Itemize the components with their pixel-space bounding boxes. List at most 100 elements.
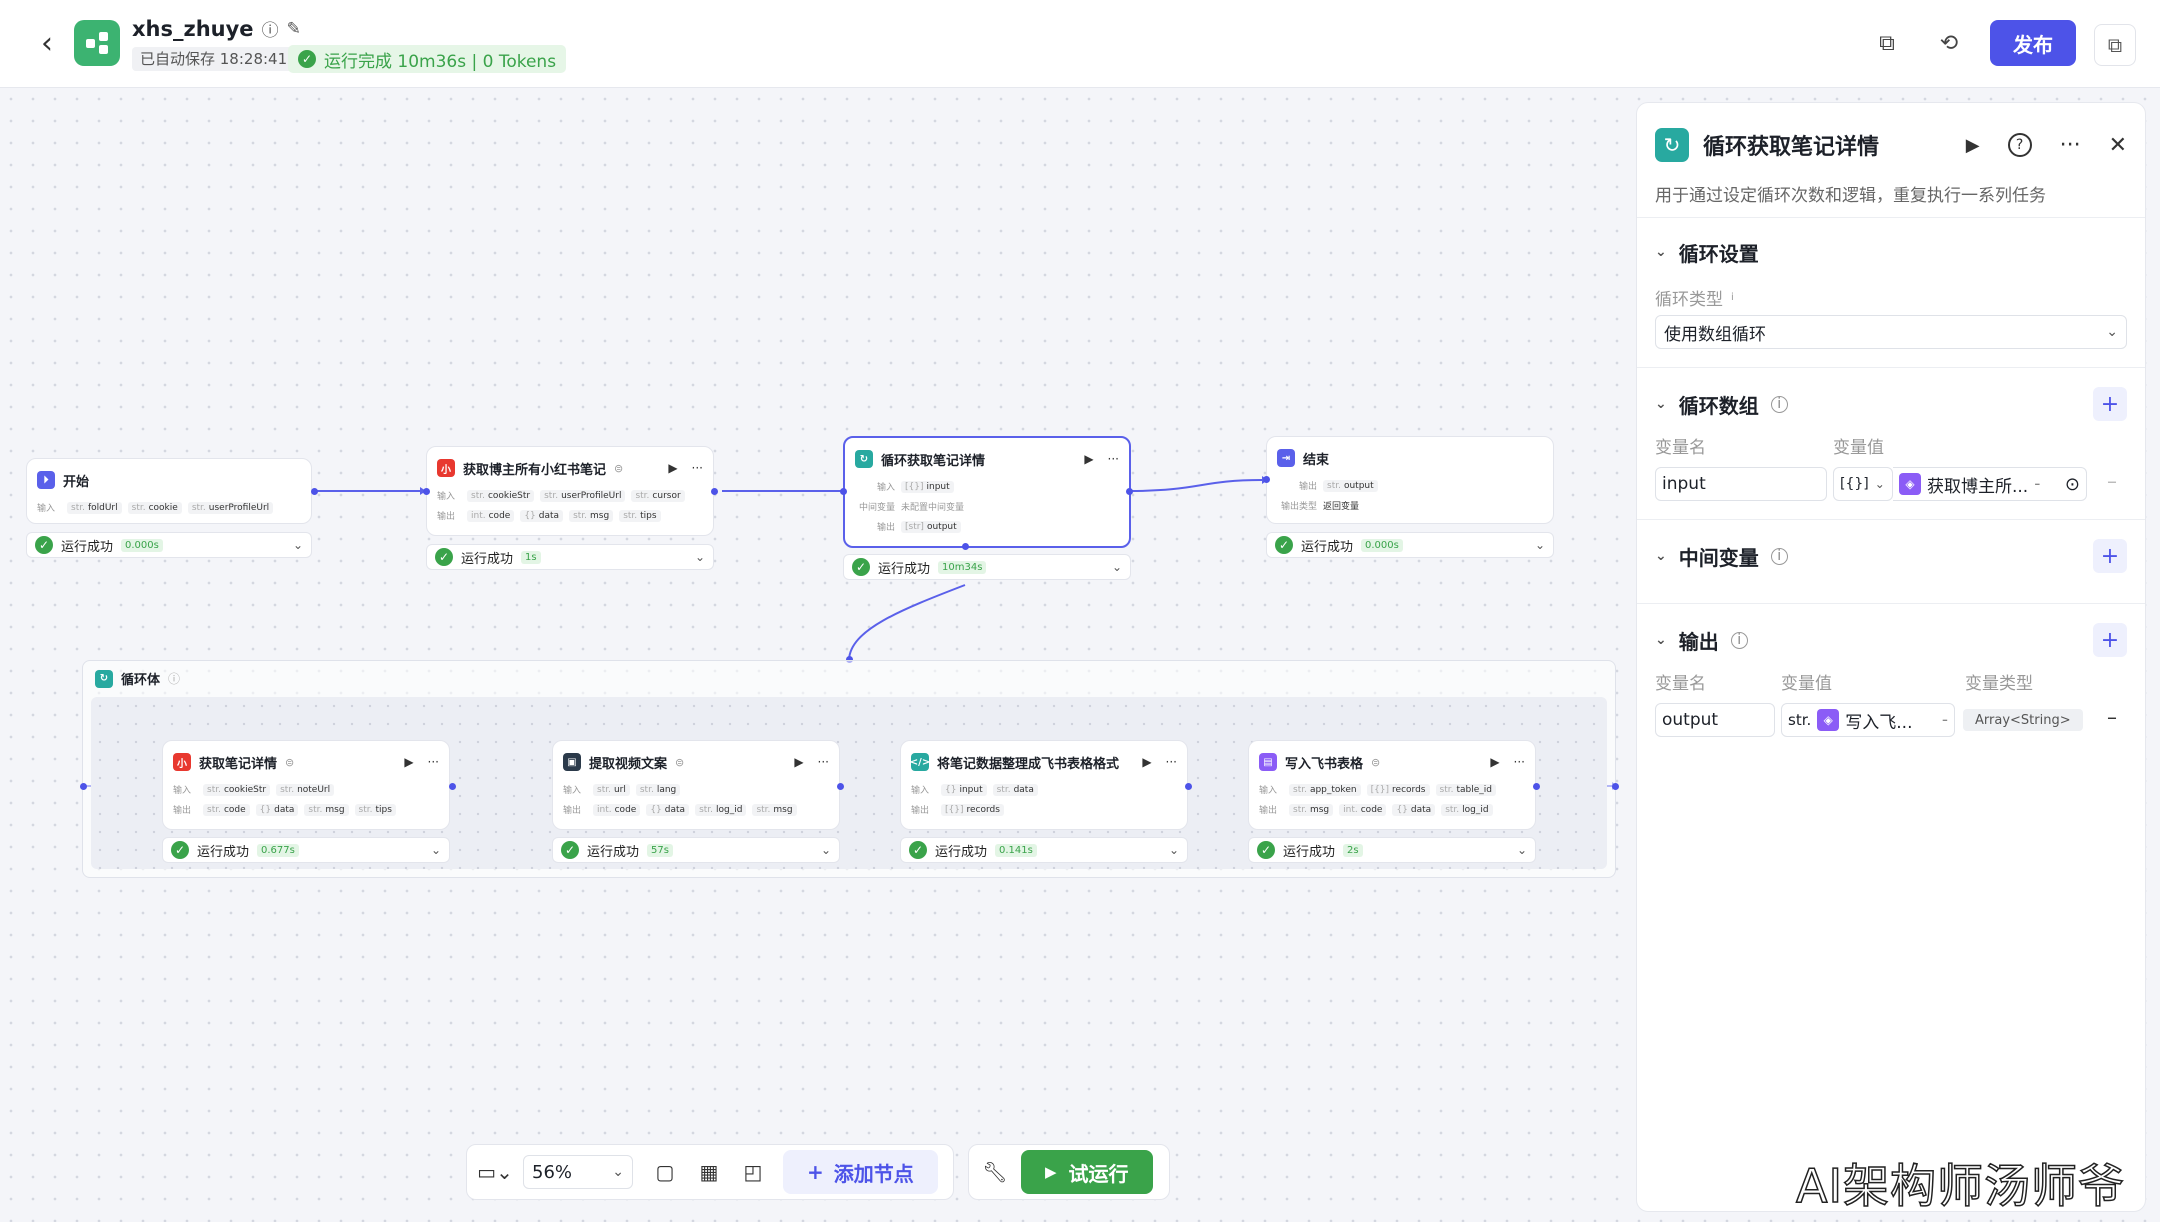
node-end[interactable]: ⇥结束 输出 str.output 输出类型 返回变量 (1266, 436, 1554, 524)
top-bar: ‹ xhs_zhuye ⓘ ✎ 已自动保存 18:28:41 ✓ 运行完成 10… (0, 0, 2160, 88)
var-name-label: 变量名 (1655, 674, 1706, 694)
loop-icon: ↻ (855, 450, 873, 468)
edit-icon[interactable]: ✎ (286, 18, 301, 39)
settings-circle-icon[interactable]: ⊙ (2064, 473, 2080, 495)
output-port[interactable] (449, 783, 456, 790)
array-type-select[interactable]: [{}]⌄ (1833, 467, 1893, 501)
play-icon[interactable]: ▶ (1490, 755, 1500, 769)
output-port[interactable] (311, 488, 318, 495)
node-write-sheet[interactable]: ▤写入飞书表格⊜ ▶··· 输入 str.app_token [{}]recor… (1248, 740, 1536, 830)
wrench-icon[interactable]: 🔧︎ (982, 1160, 1008, 1184)
zoom-select[interactable]: 56%⌄ (523, 1155, 633, 1189)
array-var-name-input[interactable]: input (1655, 467, 1827, 501)
more-icon[interactable]: ··· (1165, 755, 1177, 769)
add-mid-var-button[interactable]: + (2093, 539, 2127, 573)
node-extract-video[interactable]: ▣提取视频文案⊜ ▶··· 输入 str.url str.lang 输出 int… (552, 740, 840, 830)
var-tag: str.output (1323, 479, 1378, 492)
play-icon[interactable]: ▶ (404, 755, 414, 769)
run-status-badge[interactable]: ✓ 运行完成 10m36s | 0 Tokens (288, 45, 567, 73)
remove-icon[interactable]: – (2107, 705, 2117, 729)
more-icon[interactable]: ··· (691, 461, 703, 475)
play-icon[interactable]: ▶ (1084, 452, 1094, 466)
history-icon[interactable]: ⟲ (1939, 30, 1959, 56)
loop-type-select[interactable]: 使用数组循环 ⌄ (1655, 315, 2127, 349)
more-icon[interactable]: ··· (817, 755, 829, 769)
duplicate-icon[interactable]: ⧉ (2094, 24, 2136, 66)
output-port[interactable] (1126, 488, 1133, 495)
output-port[interactable] (837, 783, 844, 790)
node-note-detail[interactable]: 小获取笔记详情⊜ ▶··· 输入 str.cookieStr str.noteU… (162, 740, 450, 830)
add-node-label: 添加节点 (833, 1161, 914, 1186)
remove-icon[interactable]: – (2107, 469, 2117, 493)
loop-body-input-port[interactable] (80, 783, 87, 790)
trial-run-button[interactable]: ▶试运行 (1021, 1150, 1153, 1194)
input-port[interactable] (840, 488, 847, 495)
var-tag: {}data (646, 803, 690, 816)
more-icon[interactable]: ··· (2059, 132, 2081, 158)
publish-button[interactable]: 发布 (1990, 20, 2076, 66)
output-port[interactable] (711, 488, 718, 495)
back-arrow-icon[interactable]: ‹ (41, 25, 53, 61)
comment-icon[interactable]: ▢ (655, 1160, 675, 1184)
fit-view-icon[interactable]: ◰ (743, 1160, 763, 1184)
more-icon[interactable]: ··· (427, 755, 439, 769)
section-loop-settings[interactable]: ⌄循环设置 (1655, 237, 2127, 267)
output-ref-field[interactable]: str. ◈ 写入飞... - (1781, 703, 1955, 737)
more-icon[interactable]: ··· (1513, 755, 1525, 769)
copy-icon[interactable]: ⧉ (1879, 30, 1895, 56)
input-port[interactable] (1263, 476, 1270, 483)
loop-body-output-port[interactable] (1612, 783, 1619, 790)
minimap-icon[interactable]: ▭⌄ (477, 1160, 513, 1184)
node-format[interactable]: </>将笔记数据整理成飞书表格格式 ▶··· 输入 {}input str.da… (900, 740, 1188, 830)
input-port[interactable] (423, 488, 430, 495)
input-value: input (1662, 474, 1706, 494)
mid-value: 未配置中间变量 (901, 503, 965, 513)
play-icon[interactable]: ▶ (1142, 755, 1152, 769)
help-icon[interactable]: ? (2007, 133, 2032, 157)
play-icon[interactable]: ▶ (668, 461, 678, 475)
section-loop-array[interactable]: ⌄循环数组 i + (1655, 387, 2127, 421)
array-ref-field[interactable]: ◈ 获取博主所... - ⊙ (1893, 467, 2087, 501)
add-array-button[interactable]: + (2093, 387, 2127, 421)
var-tag: str.noteUrl (276, 783, 335, 796)
layout-icon[interactable]: ▦ (699, 1160, 719, 1184)
section-title: 中间变量 (1678, 545, 1759, 570)
check-icon: ✓ (35, 536, 53, 554)
play-icon[interactable]: ▶ (1965, 134, 1980, 156)
info-icon[interactable]: ⓘ (168, 672, 181, 686)
play-icon[interactable]: ▶ (794, 755, 804, 769)
output-var-name-input[interactable]: output (1655, 703, 1775, 737)
check-icon: ✓ (852, 558, 870, 576)
loop-body-port[interactable] (846, 656, 853, 663)
end-icon: ⇥ (1277, 449, 1295, 467)
output-port[interactable] (1185, 783, 1192, 790)
add-node-button[interactable]: +添加节点 (783, 1150, 938, 1194)
node-fetch-notes[interactable]: 小获取博主所有小红书笔记⊜ ▶··· 输入 str.cookieStr str.… (426, 446, 714, 536)
close-icon[interactable]: ✕ (2108, 132, 2127, 158)
chevron-down-icon: ⌄ (1111, 560, 1122, 574)
add-output-button[interactable]: + (2093, 623, 2127, 657)
var-tag: str.tips (619, 509, 661, 522)
more-icon[interactable]: ··· (1107, 452, 1119, 466)
var-tag: {}data (255, 803, 299, 816)
loop-port[interactable] (962, 543, 969, 550)
output-port[interactable] (1533, 783, 1540, 790)
node-start[interactable]: ⏵开始 输入 str.foldUrl str.cookie str.userPr… (26, 458, 312, 524)
status-text: 运行成功 (461, 551, 514, 567)
info-icon: i (1770, 547, 1788, 565)
type-value: str. (1788, 711, 1812, 729)
section-output[interactable]: ⌄输出 i + (1655, 623, 2127, 657)
node-loop[interactable]: ↻循环获取笔记详情 ▶··· 输入 [{}]input 中间变量 未配置中间变量… (843, 436, 1131, 548)
plugin-icon: ⊜ (614, 461, 624, 475)
info-icon[interactable]: ⓘ (261, 21, 279, 41)
run-status-text: 运行完成 10m36s | 0 Tokens (324, 51, 557, 72)
section-mid-vars[interactable]: ⌄中间变量 i + (1655, 539, 2127, 573)
